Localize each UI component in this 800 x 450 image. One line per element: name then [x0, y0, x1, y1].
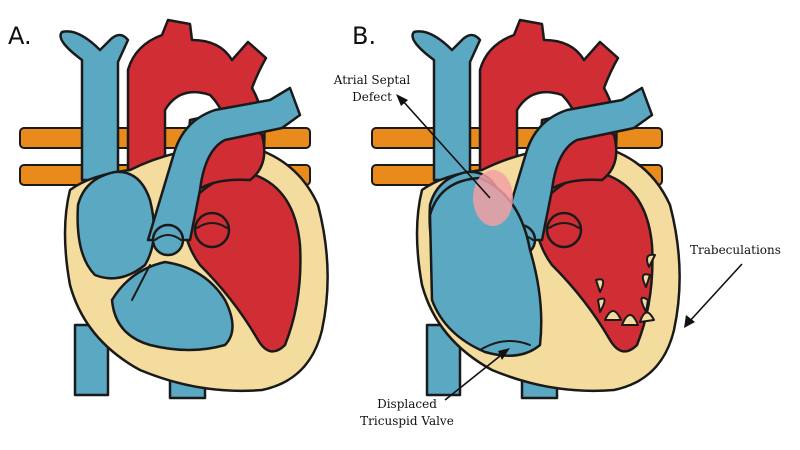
asd-label-line1: Atrial Septal — [333, 73, 411, 87]
callout-displaced-tricuspid-valve: Displaced Tricuspid Valve — [360, 348, 510, 428]
asd-label-line2: Defect — [352, 90, 392, 104]
callout-trabeculations: Trabeculations — [684, 243, 781, 328]
trabeculations-marks — [595, 253, 656, 326]
callout-atrial-septal-defect: Atrial Septal Defect — [333, 73, 491, 199]
panel-a-right-ventricle — [110, 260, 234, 352]
tricuspid-label-line2: Tricuspid Valve — [360, 414, 454, 428]
panel-a-normal-heart: A. — [8, 18, 329, 400]
panel-b-letter: B. — [352, 22, 376, 50]
panel-b-enlarged-right-heart — [428, 176, 543, 357]
tricuspid-label-line1: Displaced — [377, 397, 437, 411]
trabeculations-label: Trabeculations — [690, 243, 781, 257]
panel-a-letter: A. — [8, 22, 32, 50]
atrial-septal-defect-mark — [473, 170, 513, 226]
displaced-tricuspid-valve-mark — [479, 340, 531, 351]
panel-b-abnormal-heart: B. — [352, 18, 681, 400]
